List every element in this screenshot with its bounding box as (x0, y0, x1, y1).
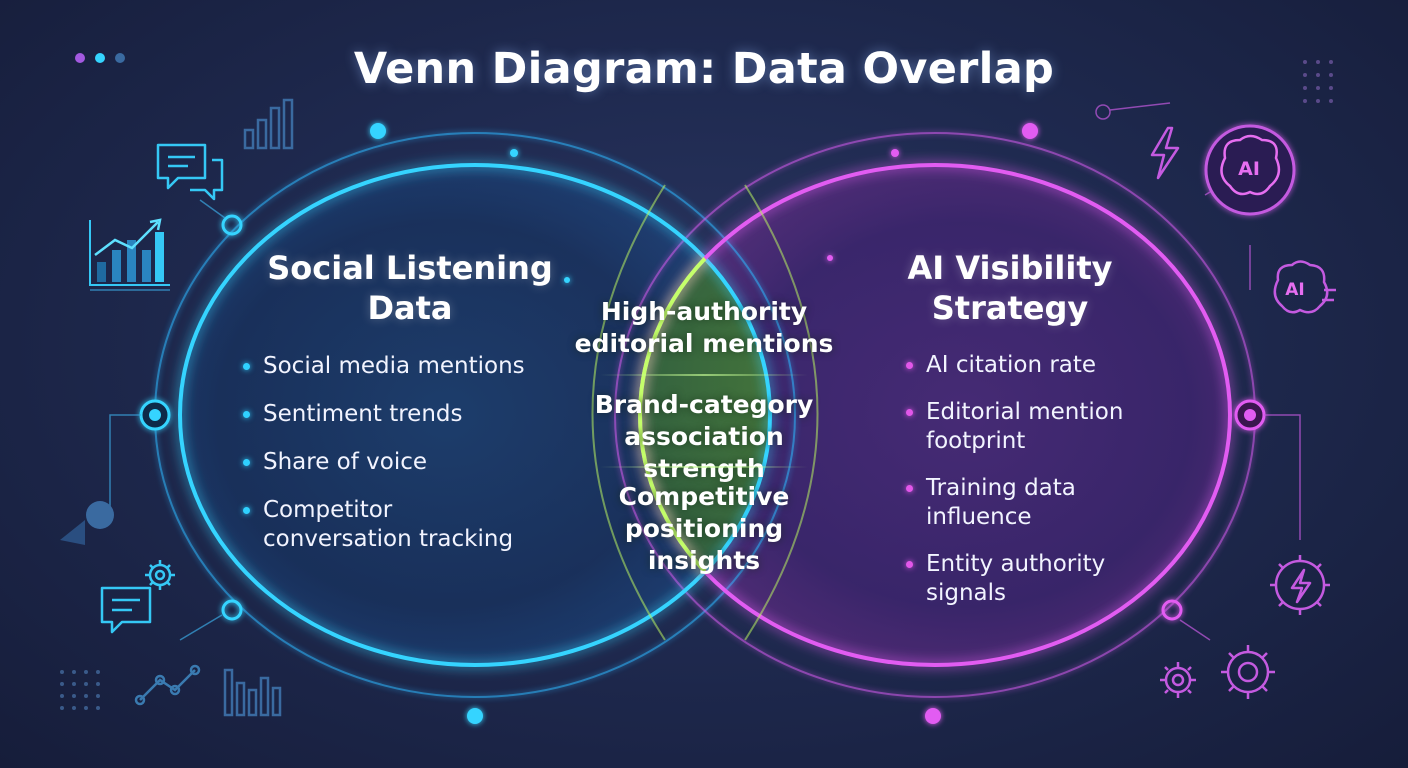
overlap-divider (600, 374, 808, 376)
ai-brain-label: AI (1285, 280, 1305, 300)
overlap-inner-arc-right (744, 184, 819, 641)
overlap-inner-arc-left (591, 184, 666, 641)
left-node-bottom (467, 708, 483, 724)
right-set-heading: AI Visibility Strategy (860, 248, 1160, 328)
overlap-outline (638, 165, 770, 665)
overlap-divider (600, 466, 808, 468)
left-set-heading: Social Listening Data (240, 248, 580, 328)
left-node-topleft (221, 214, 243, 236)
lightning-icon (1150, 126, 1180, 180)
right-node-mid-core (1244, 409, 1256, 421)
left-set-outline (178, 163, 772, 667)
grid-dots-icon (60, 670, 100, 710)
left-node-top (370, 123, 386, 139)
left-set-item: Share of voice (243, 448, 563, 477)
left-set-fill (180, 165, 770, 665)
right-connector-ring-line (1109, 102, 1171, 111)
chat-bubbles-icon (156, 143, 224, 201)
left-connector-top (199, 199, 226, 219)
right-set-item: AI citation rate (906, 351, 1166, 380)
gears-icon (1160, 645, 1275, 699)
left-set-item: Sentiment trends (243, 400, 563, 429)
ai-badge-label: AI (1238, 158, 1260, 180)
right-node-inner (827, 255, 833, 261)
left-set-heading-line2: Data (367, 289, 453, 327)
bar-chart-bottom-icon (223, 668, 282, 717)
bar-chart-icon (243, 98, 294, 150)
left-set-list: Social media mentions Sentiment trends S… (243, 352, 563, 573)
right-set-item: Editorial mention footprint (906, 398, 1166, 456)
left-node-bottomleft (221, 599, 243, 621)
lightning-gear-icon (1270, 555, 1330, 615)
right-set-item: Training data influence (906, 474, 1166, 532)
left-node-topright (510, 149, 518, 157)
right-node-bottom (925, 708, 941, 724)
diagram-title: Venn Diagram: Data Overlap (353, 44, 1055, 94)
left-node-inner (564, 277, 570, 283)
ai-brain-badge-icon (1204, 124, 1296, 216)
right-set-fill (640, 165, 1230, 665)
right-set-list: AI citation rate Editorial mention footp… (906, 351, 1166, 626)
right-connector-mid (1264, 414, 1301, 540)
trend-chart-icon (89, 218, 170, 286)
left-node-mid-core (149, 409, 161, 421)
right-set-heading-line2: Strategy (931, 289, 1089, 327)
left-set-item: Competitor conversation tracking (243, 496, 563, 554)
overlap-item: Competitive positioning insights (618, 482, 790, 575)
overlap-item: Brand-category association strength (594, 390, 814, 483)
left-connector-bottom (179, 614, 223, 641)
right-node-top (1022, 123, 1038, 139)
right-node-bottomright (1161, 599, 1183, 621)
gear-icon (145, 560, 175, 590)
right-set-item: Entity authority signals (906, 550, 1166, 608)
message-icon (100, 586, 152, 634)
ai-brain-icon (1273, 260, 1336, 314)
grid-dots-top-right-icon (1303, 60, 1333, 103)
left-connector-mid (95, 414, 141, 511)
dots-icon (75, 53, 125, 63)
right-connector-bottom (1179, 619, 1211, 641)
right-connector-ring (1095, 104, 1111, 120)
line-chart-icon (134, 664, 201, 706)
right-set-heading-line1: AI Visibility (907, 249, 1113, 287)
left-set-heading-line1: Social Listening (267, 249, 553, 287)
left-set-item: Social media mentions (243, 352, 563, 381)
right-node-topleft (891, 149, 899, 157)
overlap-item: High-authority editorial mentions (574, 297, 834, 358)
profile-node-icon (60, 501, 114, 545)
